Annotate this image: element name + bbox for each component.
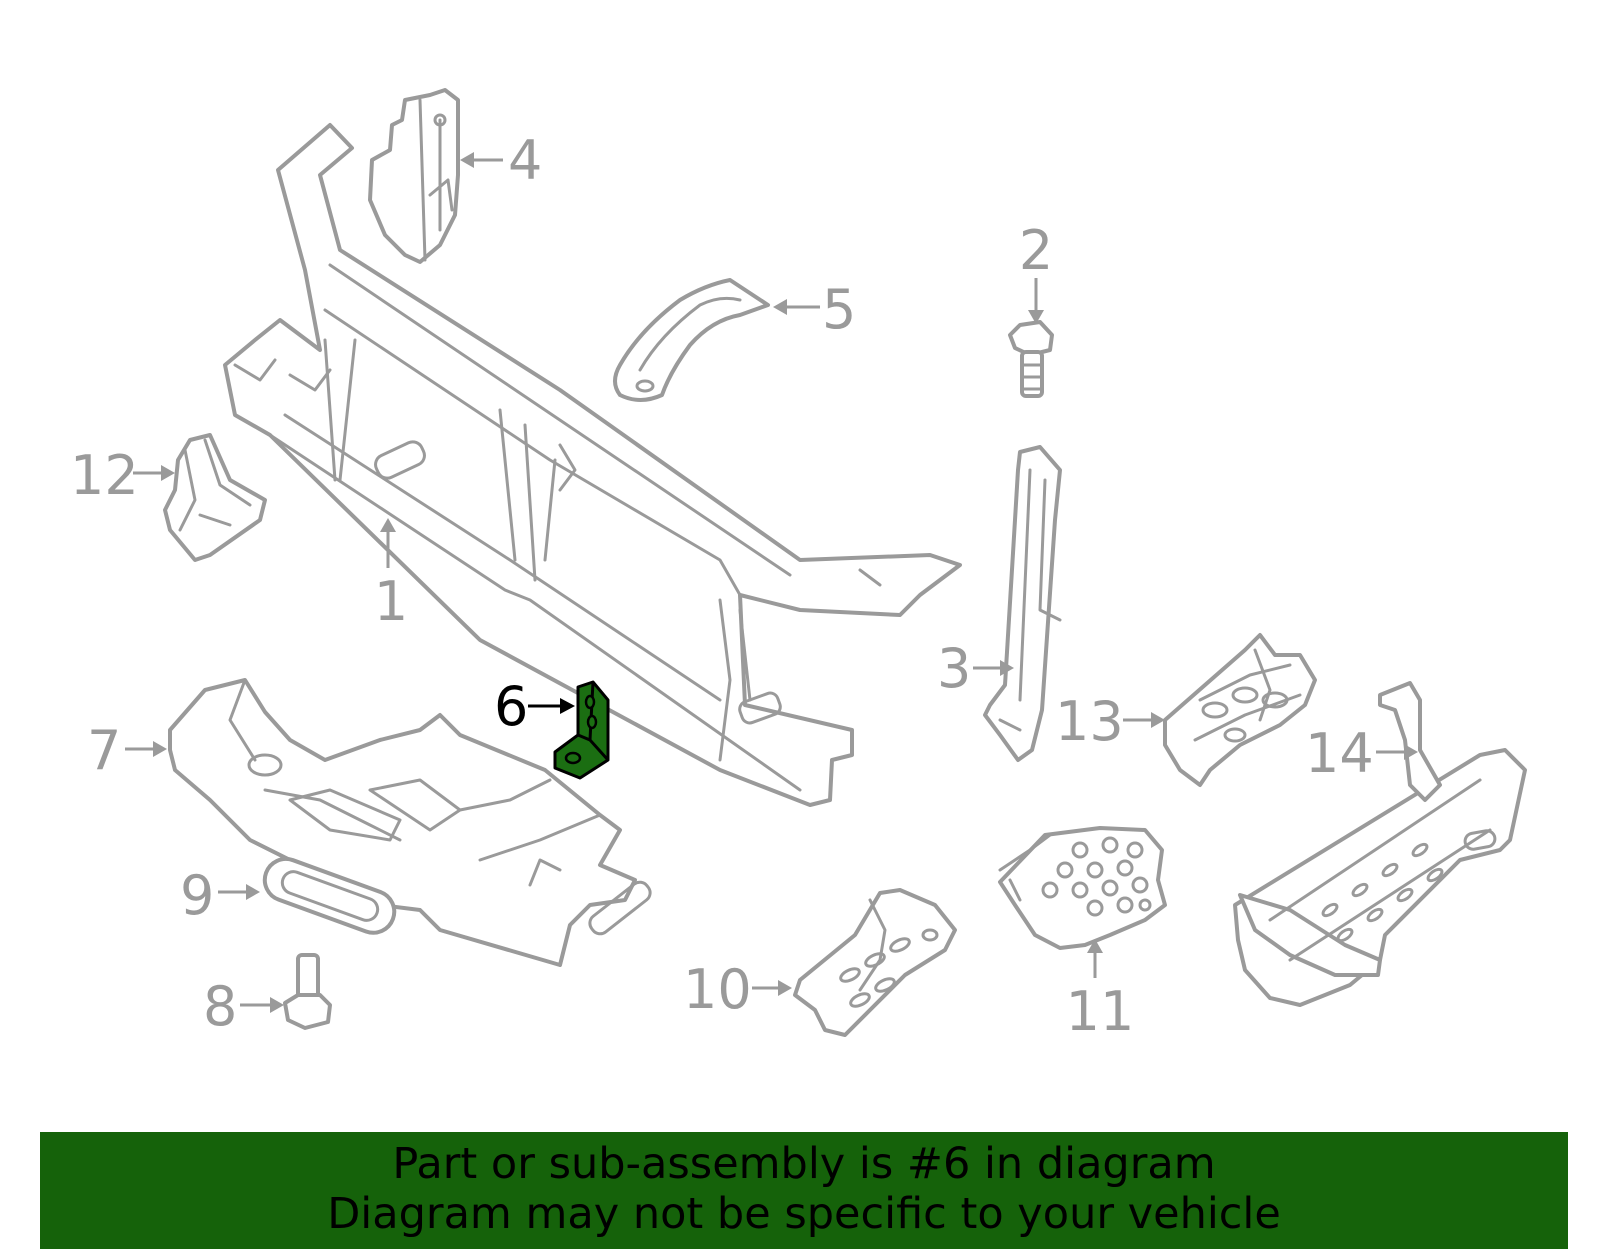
part-12-bracket (163, 433, 267, 562)
callout-7-label: 7 (87, 719, 121, 782)
part-3-support (983, 445, 1062, 762)
part-14-rail (1233, 681, 1527, 1007)
callout-2: 2 (1019, 219, 1053, 324)
callout-12-label: 12 (70, 444, 139, 507)
callout-4-label: 4 (508, 129, 542, 192)
parts-diagram: 1 2 3 4 5 6 7 8 9 10 (70, 88, 1527, 1043)
banner-line-1: Part or sub-assembly is #6 in diagram (392, 1139, 1216, 1189)
part-5-bracket (613, 278, 770, 402)
callout-5-label: 5 (822, 278, 856, 341)
part-4-bracket (368, 88, 460, 264)
part-1-radiator-support (223, 123, 962, 807)
callout-11-label: 11 (1066, 980, 1135, 1043)
callout-2-label: 2 (1019, 219, 1053, 282)
part-6-bracket-highlighted (553, 680, 610, 780)
callout-4: 4 (460, 129, 542, 192)
callout-1: 1 (374, 518, 408, 633)
callout-8: 8 (203, 975, 284, 1038)
part-8-bolt (283, 953, 332, 1030)
callout-13-label: 13 (1055, 690, 1124, 753)
part-9-gasket (262, 856, 397, 935)
callout-12: 12 (70, 444, 175, 507)
callout-8-label: 8 (203, 975, 237, 1038)
banner-line-2: Diagram may not be specific to your vehi… (327, 1189, 1281, 1239)
callout-13: 13 (1055, 690, 1165, 753)
callout-10-label: 10 (683, 958, 752, 1021)
callout-10: 10 (683, 958, 792, 1021)
callout-11: 11 (1066, 939, 1135, 1043)
callout-6-label: 6 (494, 675, 528, 738)
callout-14: 14 (1305, 722, 1418, 785)
part-13-bracket (1163, 633, 1317, 787)
part-2-bolt (1008, 320, 1054, 398)
callout-7: 7 (87, 719, 167, 782)
callout-1-label: 1 (374, 570, 408, 633)
info-banner: Part or sub-assembly is #6 in diagram Di… (40, 1132, 1568, 1249)
callout-5: 5 (773, 278, 856, 341)
callout-9: 9 (180, 864, 260, 927)
callout-14-label: 14 (1305, 722, 1374, 785)
callout-6: 6 (494, 675, 575, 738)
part-10-bracket (793, 888, 957, 1037)
callout-9-label: 9 (180, 864, 214, 927)
callout-3-label: 3 (937, 637, 971, 700)
part-11-plate (998, 826, 1167, 950)
callout-3: 3 (937, 637, 1014, 700)
